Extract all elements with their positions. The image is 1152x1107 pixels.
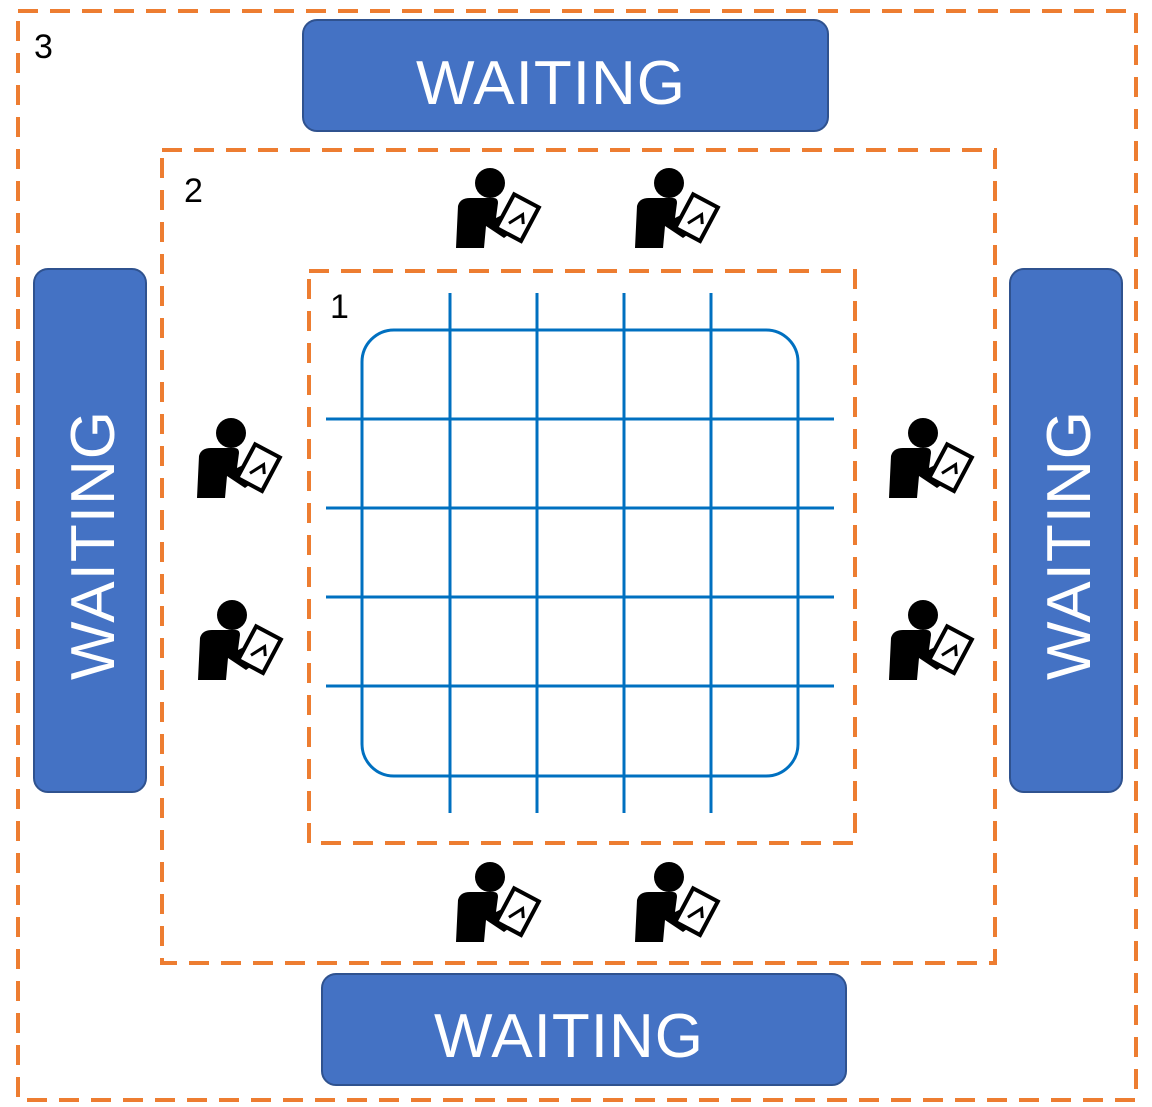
person-with-tablet-icon [887,598,974,682]
person-with-tablet-icon [887,416,974,500]
waiting-area-right: WAITING [1009,268,1123,793]
waiting-label-right: WAITING [1035,410,1104,680]
waiting-area-left: WAITING [33,268,147,793]
zone-1-label: 1 [330,288,349,326]
zone-3-border [16,9,1138,1102]
zone-2-border [160,148,997,965]
waiting-label-top: WAITING [416,49,686,118]
central-grid [326,293,834,813]
zone-2-label: 2 [184,172,203,210]
waiting-label-left: WAITING [59,410,128,680]
grid-frame [360,328,800,778]
zone-3-label: 3 [34,28,53,66]
person-with-tablet-icon [195,416,282,500]
waiting-label-bottom: WAITING [434,1002,704,1071]
person-with-tablet-icon [633,166,720,250]
waiting-area-bottom: WAITING [321,973,847,1086]
person-with-tablet-icon [196,598,283,682]
person-with-tablet-icon [454,166,541,250]
person-with-tablet-icon [454,860,541,944]
person-with-tablet-icon [633,860,720,944]
zone-1-border [307,269,857,845]
waiting-area-top: WAITING [302,19,829,132]
